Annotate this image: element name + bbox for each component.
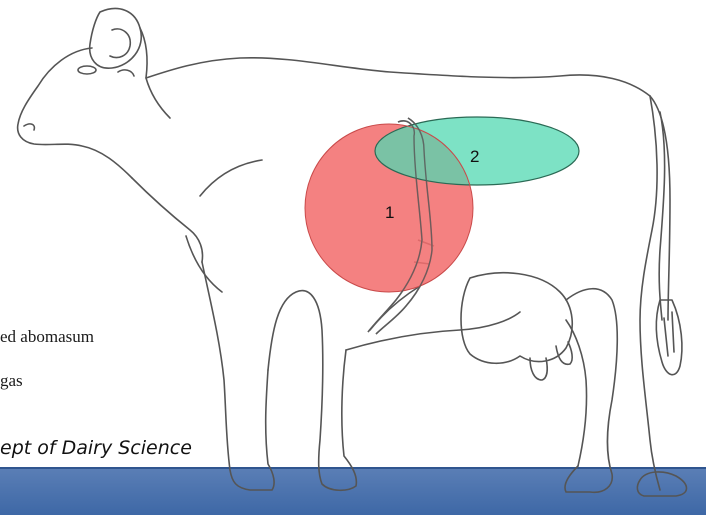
legend-item-1: ed abomasum: [0, 327, 94, 347]
cow-tail-switch: [656, 300, 682, 375]
cow-shoulder: [200, 160, 262, 196]
region-1-label: 1: [385, 203, 394, 222]
cow-throat: [132, 178, 203, 262]
cow-eyebrow: [118, 70, 134, 76]
cow-eye: [78, 66, 96, 74]
cow-tail-switch-lines: [664, 312, 674, 356]
cow-tail-back: [659, 112, 664, 320]
cow-hind-hoof: [637, 472, 686, 496]
source-credit: ept of Dairy Science: [0, 437, 192, 459]
legend-item-2: gas: [0, 371, 23, 391]
cow-forehead: [140, 28, 170, 118]
cow-nostril: [24, 124, 34, 130]
cow-chest: [186, 236, 222, 292]
cow-front-leg-1: [202, 262, 274, 490]
cow-belly: [346, 312, 520, 350]
cow-teat-2: [556, 342, 572, 364]
cow-rump: [640, 96, 660, 490]
cow-ear: [90, 9, 142, 69]
cow-udder: [461, 273, 572, 364]
cow-ear-inner: [110, 29, 130, 58]
region-2-label: 2: [470, 147, 479, 166]
cow-flank-crease: [370, 286, 420, 330]
cow-front-leg-2: [268, 291, 356, 491]
cow-back: [146, 58, 650, 96]
